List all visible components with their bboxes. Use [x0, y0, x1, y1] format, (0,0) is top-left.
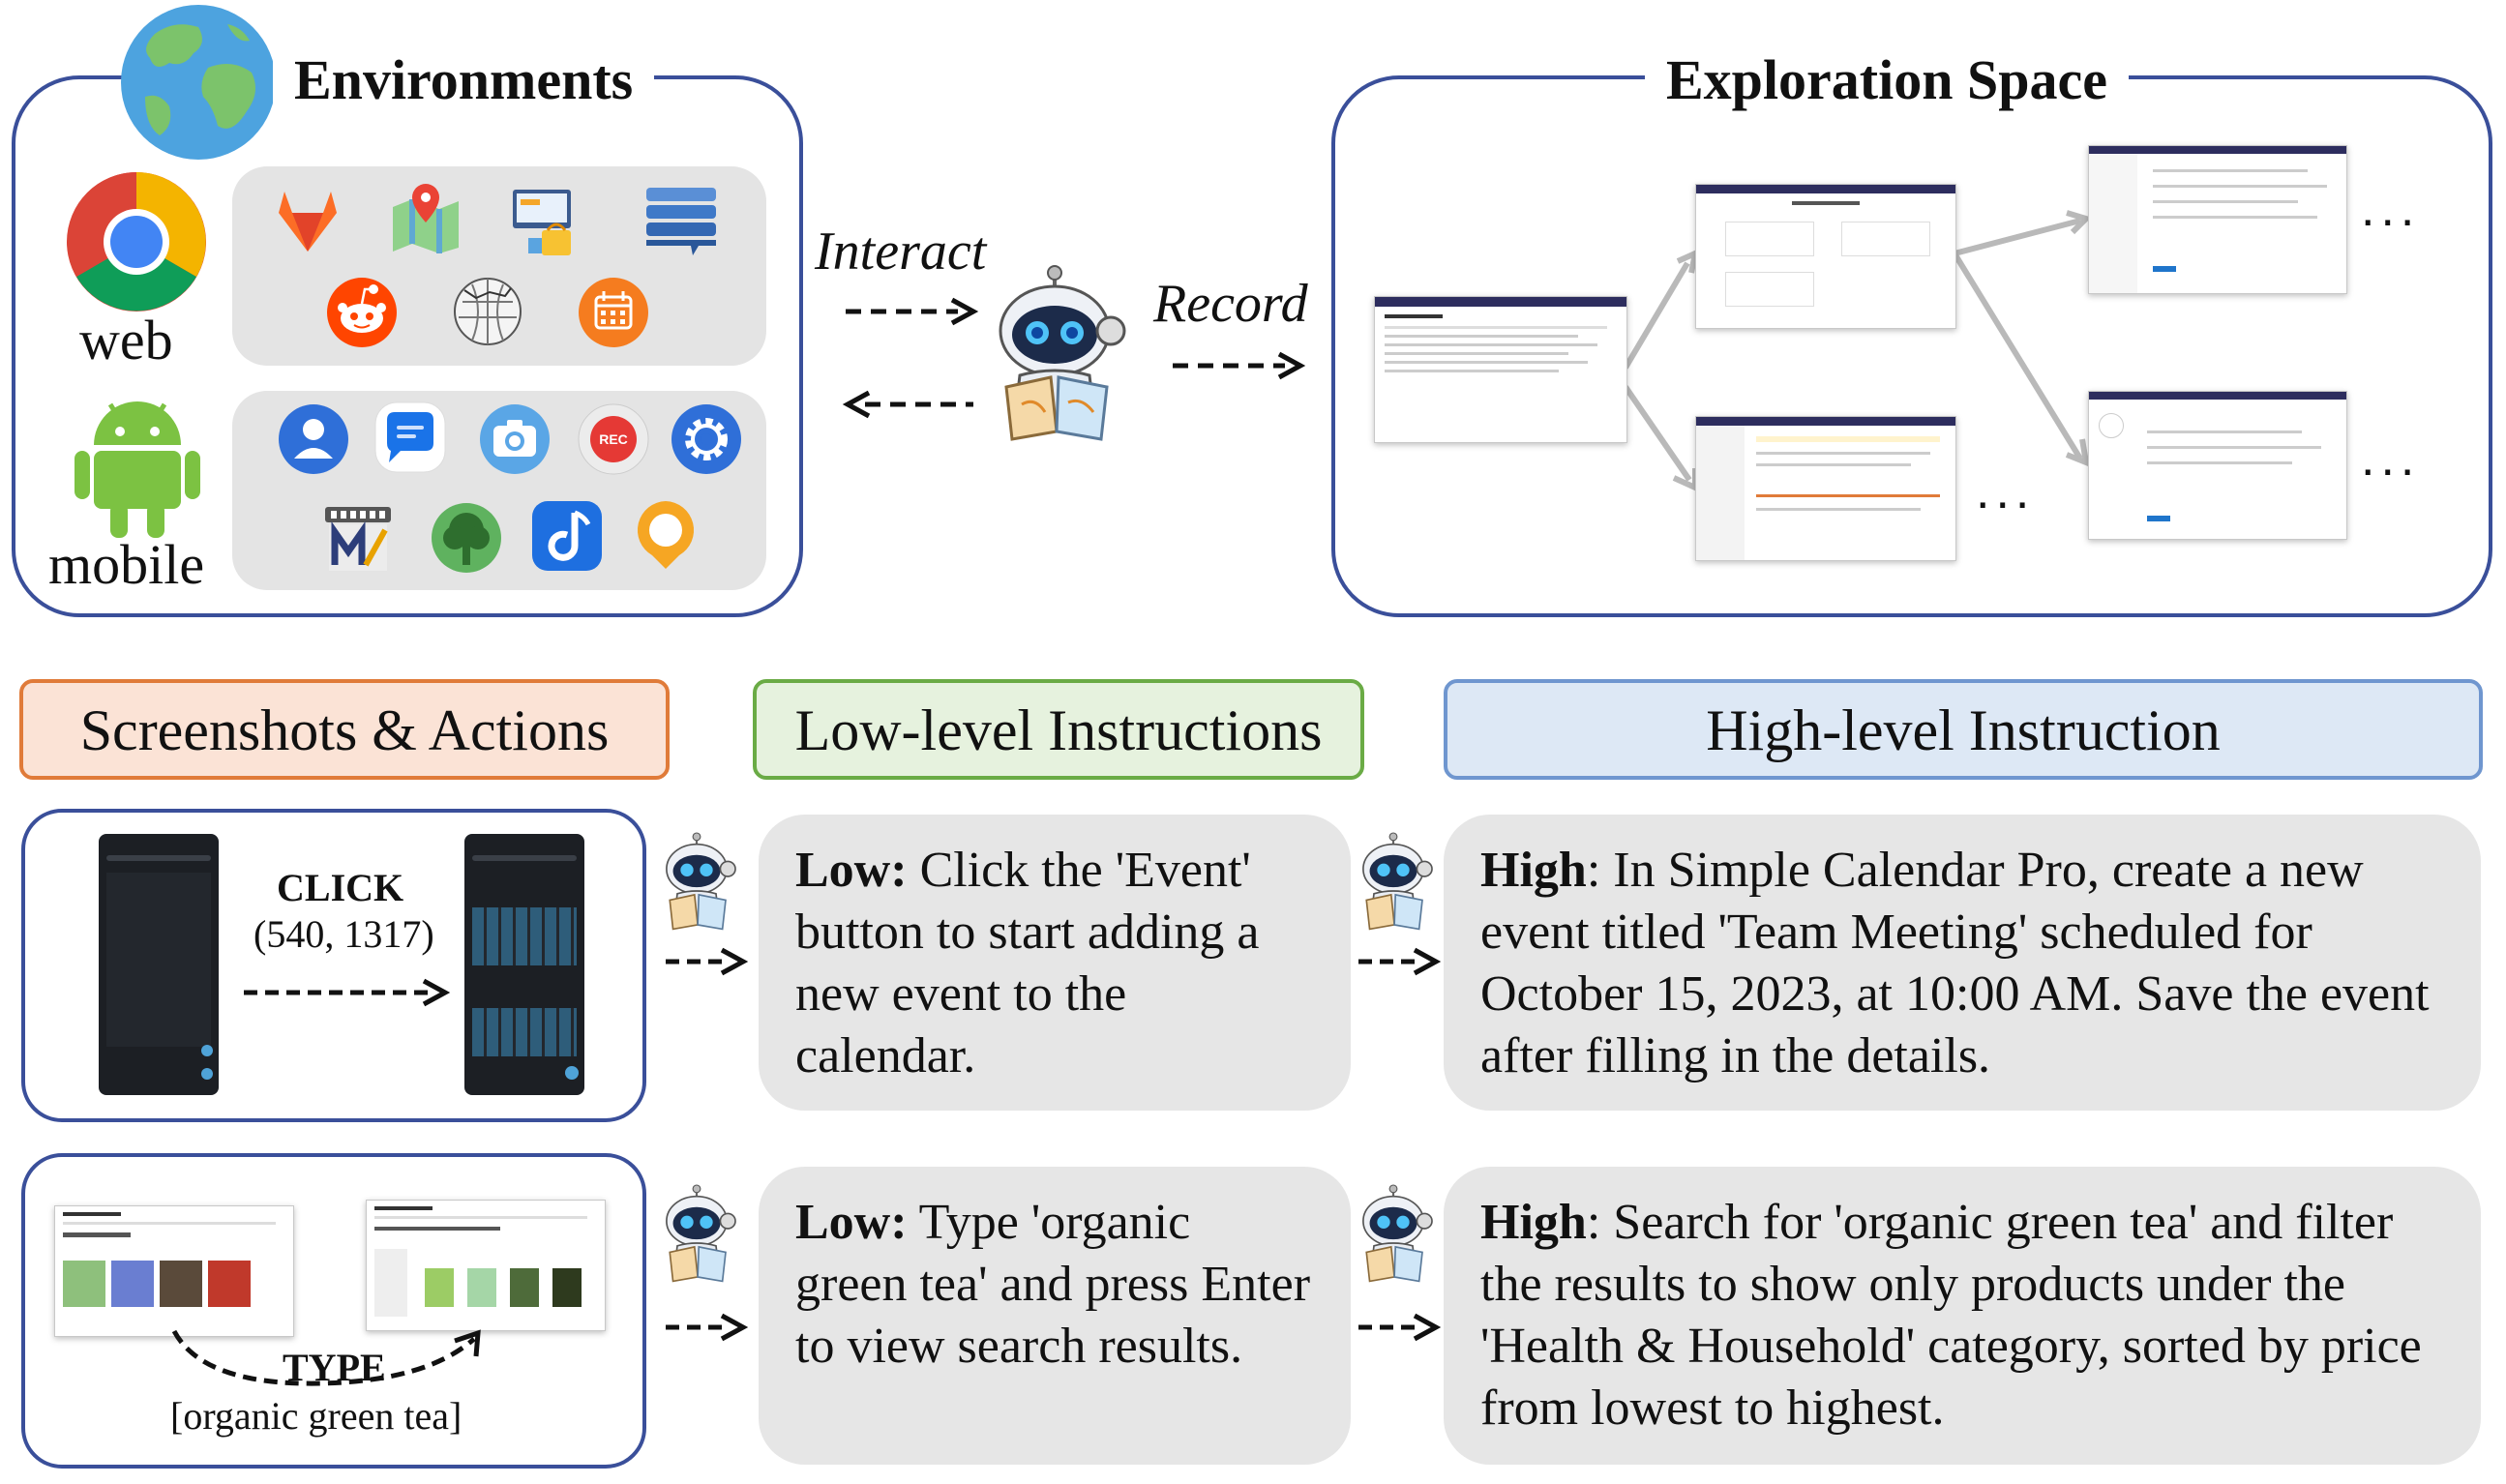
robot-small-icon-3: [666, 1184, 736, 1283]
wikipedia-icon: [454, 278, 522, 345]
low-arrow-2: [666, 1313, 749, 1342]
low-label-1: Low:: [795, 843, 908, 898]
high-arrow-2: [1358, 1313, 1442, 1342]
robot-small-icon-4: [1362, 1184, 1433, 1283]
tree-icon: [432, 503, 501, 573]
high-text-1: : In Simple Calendar Pro, create a new e…: [1480, 843, 2430, 1083]
contacts-icon: [279, 404, 348, 474]
low-level-header: Low-level Instructions: [753, 679, 1364, 780]
interact-arrow: [846, 297, 979, 326]
record-arrow: [1173, 351, 1306, 380]
high-instruction-bubble-2: High: Search for 'organic green tea' and…: [1444, 1167, 2481, 1465]
high-arrow-1: [1358, 947, 1442, 976]
markor-icon: [325, 507, 391, 571]
high-instruction-bubble-1: High: In Simple Calendar Pro, create a n…: [1444, 815, 2481, 1111]
mobile-label: mobile: [48, 533, 205, 596]
exploration-shot-issue: [1695, 416, 1956, 561]
exploration-shot-settings-1: [2088, 145, 2347, 294]
phone-screenshot-before: [99, 834, 219, 1095]
reddit-icon: [327, 278, 397, 347]
exploration-shot-settings-2: [2088, 391, 2347, 540]
click-coords: (540, 1317): [254, 912, 434, 956]
web-screenshot-before: [54, 1205, 294, 1337]
phone-screenshot-after: [464, 834, 584, 1095]
settings-icon: [671, 404, 741, 474]
low-text-1: Click the 'Event' button to start adding…: [795, 843, 1260, 1083]
ellipsis-1: ...: [2361, 181, 2421, 237]
type-action-label: TYPE: [283, 1346, 386, 1389]
ellipsis-3: ...: [2361, 430, 2421, 487]
android-icon: [75, 401, 200, 538]
record-label: Record: [1153, 274, 1308, 334]
exploration-title: Exploration Space: [1645, 46, 2129, 114]
forum-stack-icon: [646, 188, 716, 255]
globe-icon: [121, 5, 276, 160]
click-arrow: [244, 978, 451, 1007]
gitlab-icon: [279, 192, 337, 252]
messages-icon: [374, 401, 446, 473]
robot-small-icon-2: [1362, 832, 1433, 931]
exploration-shot-projects: [1374, 296, 1627, 443]
high-level-header: High-level Instruction: [1444, 679, 2483, 780]
web-label: web: [79, 309, 173, 371]
low-instruction-bubble-2: Low: Type 'organic green tea' and press …: [759, 1167, 1351, 1465]
environments-title: Environments: [273, 46, 655, 114]
high-label-1: High: [1480, 843, 1587, 898]
calendar-icon: [579, 278, 648, 347]
shopping-admin-icon: [513, 190, 571, 255]
low-label-2: Low:: [795, 1195, 908, 1250]
low-text-2: Type 'organic green tea' and press Enter…: [795, 1195, 1311, 1374]
return-arrow: [842, 390, 973, 419]
type-arrow: [171, 1329, 481, 1386]
rec-text: REC: [599, 431, 628, 447]
osmand-icon: [637, 501, 695, 569]
low-instruction-bubble-1: Low: Click the 'Event' button to start a…: [759, 815, 1351, 1111]
exploration-shot-new-project: [1695, 184, 1956, 329]
screenshots-actions-header: Screenshots & Actions: [19, 679, 670, 780]
ellipsis-2: ...: [1976, 463, 2036, 519]
click-action-label: CLICK: [277, 866, 404, 909]
high-text-2: : Search for 'organic green tea' and fil…: [1480, 1195, 2422, 1436]
low-arrow-1: [666, 947, 749, 976]
high-label-2: High: [1480, 1195, 1587, 1250]
music-icon: [532, 501, 602, 571]
web-screenshot-after: [366, 1200, 606, 1331]
robot-small-icon-1: [666, 832, 736, 931]
typed-text: [organic green tea]: [170, 1394, 462, 1438]
camera-icon: [480, 404, 550, 474]
robot-mascot-icon: [999, 265, 1126, 441]
recorder-icon: REC: [578, 403, 649, 475]
exploration-graph-edges: [1623, 210, 2092, 492]
interact-label: Interact: [815, 222, 987, 282]
chrome-icon: [67, 172, 206, 312]
map-icon: [393, 184, 459, 253]
